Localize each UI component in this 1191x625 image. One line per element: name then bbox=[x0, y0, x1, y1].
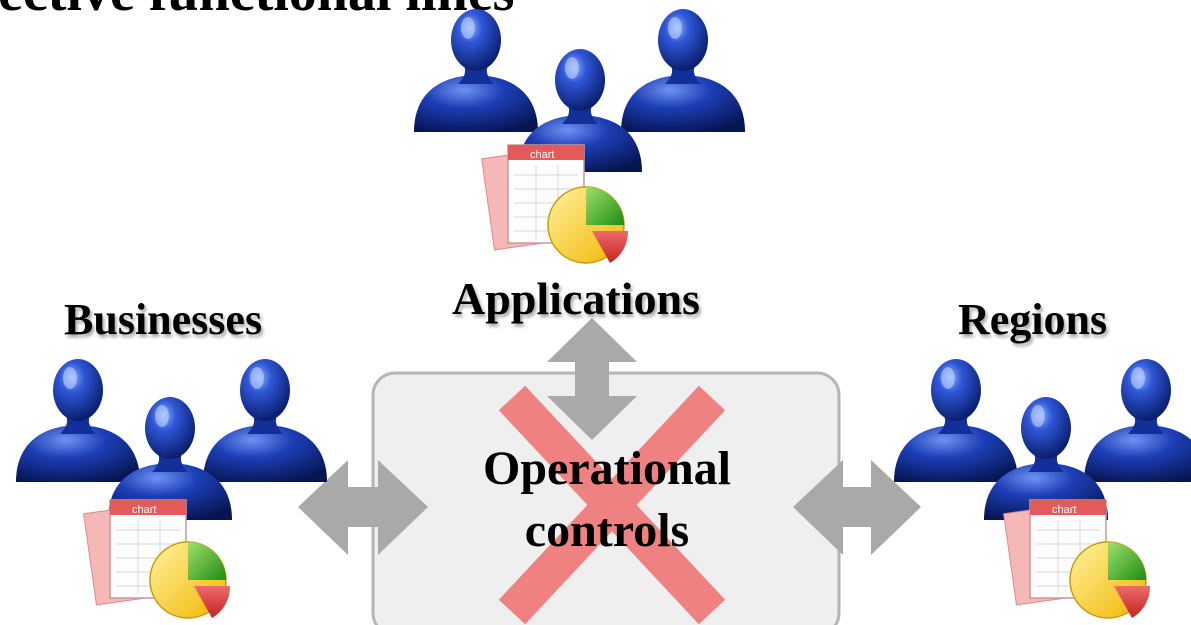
people-group-applications bbox=[414, 9, 745, 264]
arrow-left bbox=[298, 460, 428, 555]
doc-label-businesses: chart bbox=[132, 504, 156, 516]
arrow-right bbox=[793, 460, 921, 555]
label-applications: Applications bbox=[452, 273, 700, 324]
cross-mark bbox=[498, 385, 726, 625]
center-label: Operational controls bbox=[372, 438, 842, 562]
doc-label-applications: chart bbox=[530, 149, 554, 161]
people-group-businesses bbox=[16, 359, 327, 619]
label-regions: Regions bbox=[958, 295, 1108, 344]
label-businesses: Businesses bbox=[64, 295, 263, 344]
people-group-regions bbox=[894, 359, 1191, 619]
doc-label-regions: chart bbox=[1052, 504, 1076, 516]
arrow-vertical bbox=[547, 318, 637, 440]
slide-title: ective functional lines bbox=[0, 0, 514, 24]
center-label-line1: Operational bbox=[483, 442, 731, 495]
center-label-line2: controls bbox=[524, 504, 690, 557]
